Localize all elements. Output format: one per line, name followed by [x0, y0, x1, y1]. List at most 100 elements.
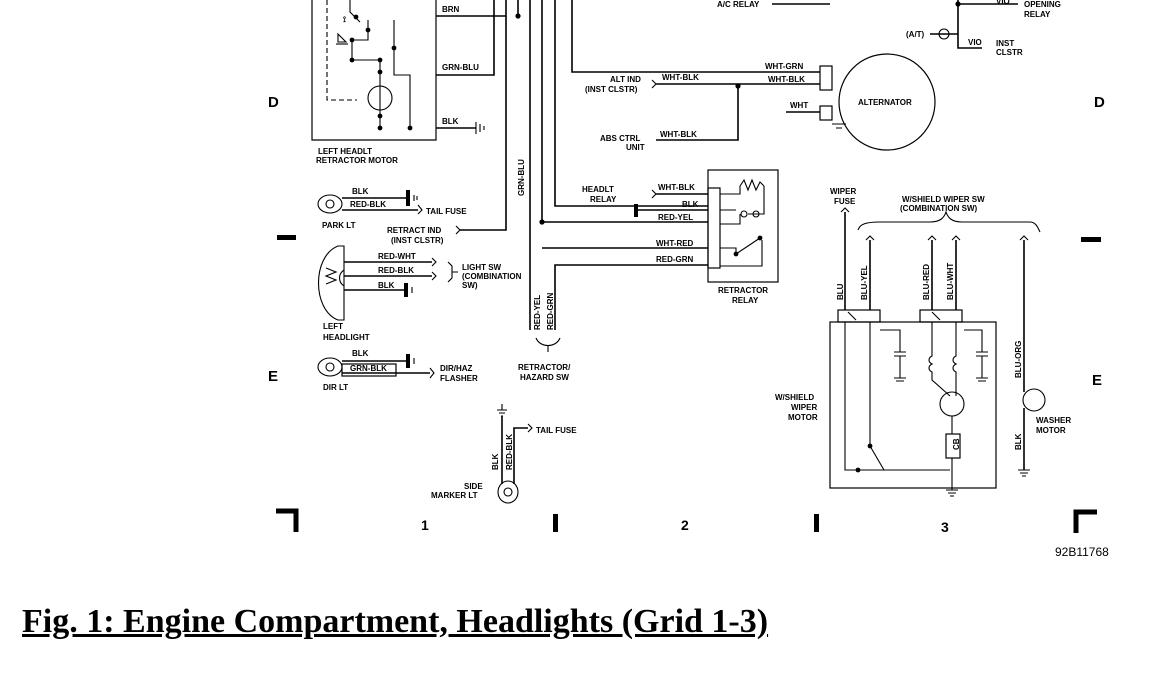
dir-lt-label: DIR LT	[323, 383, 348, 392]
wire-red-yel-vertical-label: RED-YEL	[533, 295, 542, 330]
wire-blu-wht-label: BLU-WHT	[946, 263, 955, 300]
abs-ctrl-label-1: ABS CTRL	[600, 134, 641, 143]
grid-column-2: 2	[681, 517, 689, 533]
wire-vio	[957, 0, 982, 49]
park-lt-bulb	[317, 194, 343, 214]
wshield-wiper-motor-label-2: WIPER	[791, 403, 817, 412]
wshield-wiper-motor-label-3: MOTOR	[788, 413, 818, 422]
wire-vio-label: VIO	[968, 38, 982, 47]
wire-blk-washer-label: BLK	[1014, 433, 1023, 450]
side-marker-label-2: MARKER LT	[431, 491, 478, 500]
grid-row-d-right: D	[1094, 94, 1105, 111]
wire-wht-grn-label: WHT-GRN	[765, 62, 803, 71]
wire-retract-ind	[460, 16, 507, 231]
grid-tick-right	[1081, 237, 1101, 242]
wire-red-blk-headlight-label: RED-BLK	[378, 266, 414, 275]
washer-motor-label-1: WASHER	[1036, 416, 1071, 425]
wire-red-blk-side-marker	[513, 427, 528, 484]
wire-vio-top-label: VIO	[996, 0, 1010, 6]
park-lt-label: PARK LT	[322, 221, 356, 230]
alternator-label: ALTERNATOR	[858, 98, 912, 107]
retractor-hazard-sw-brace	[535, 337, 561, 352]
wire-blk-dir-label: BLK	[352, 349, 369, 358]
wire-blk-headlight-label: BLK	[378, 281, 395, 290]
headlt-relay-label-2: RELAY	[590, 195, 617, 204]
circuit-breaker-label: CB	[952, 438, 961, 450]
wire-red-blk-park-label: RED-BLK	[350, 200, 386, 209]
wshield-wiper-sw-label-2: (COMBINATION SW)	[900, 204, 978, 213]
washer-motor	[1018, 388, 1046, 477]
dir-haz-flasher-label-1: DIR/HAZ	[440, 364, 473, 373]
corner-mark-bottom-right	[1073, 509, 1097, 533]
wire-wht-blk-abs	[656, 84, 739, 141]
wire-wht-red-label: WHT-RED	[656, 239, 694, 248]
tail-fuse-2-label: TAIL FUSE	[536, 426, 577, 435]
side-marker-bulb	[497, 480, 519, 504]
wire-blu-label: BLU	[836, 283, 845, 300]
wire-grn-blu-label: GRN-BLU	[442, 63, 479, 72]
light-sw-label-1: LIGHT SW	[462, 263, 502, 272]
bus-wht-grn	[571, 0, 820, 73]
alt-ind-label-2: (INST CLSTR)	[585, 85, 638, 94]
grid-row-e-right: E	[1092, 372, 1102, 389]
bus-blk	[554, 0, 708, 207]
side-marker-label-1: SIDE	[464, 482, 483, 491]
wire-red-grn-vertical-label: RED-GRN	[546, 292, 555, 330]
side-marker-ground	[497, 404, 507, 417]
abs-ctrl-label-2: UNIT	[626, 143, 645, 152]
left-headlt-retractor-motor-label-2: RETRACTOR MOTOR	[316, 156, 398, 165]
inst-clstr-label-2: CLSTR	[996, 48, 1023, 57]
retractor-hazard-sw-label-1: RETRACTOR/	[518, 363, 571, 372]
grid-row-e-left: E	[268, 368, 278, 385]
wire-red-grn-relay-label: RED-GRN	[656, 255, 694, 264]
wire-wht-blk-abs-label: WHT-BLK	[660, 130, 697, 139]
wire-red-wht-label: RED-WHT	[378, 252, 416, 261]
grid-column-1: 1	[421, 517, 429, 533]
wire-red-yel-relay-label: RED-YEL	[658, 213, 693, 222]
opening-relay-label-2: RELAY	[1024, 10, 1051, 19]
corner-mark-bottom-left	[276, 508, 299, 532]
left-headlight-label-2: HEADLIGHT	[323, 333, 370, 342]
wire-wht-blk-alt-label: WHT-BLK	[662, 73, 699, 82]
svg-text:⟟: ⟟	[343, 15, 346, 24]
bus-red-grn	[554, 264, 708, 330]
wire-blu-red-label: BLU-RED	[922, 264, 931, 300]
alternator	[819, 53, 936, 151]
inst-clstr-label-1: INST	[996, 39, 1014, 48]
left-headlt-retractor-motor: ⟟	[311, 0, 437, 141]
wire-red-blk-side-marker-label: RED-BLK	[505, 434, 514, 470]
left-headlight	[318, 245, 345, 321]
wire-wht-blk-relay-label: WHT-BLK	[658, 183, 695, 192]
alt-ind-label-1: ALT IND	[610, 75, 641, 84]
ac-relay-label: A/C RELAY	[717, 0, 760, 9]
light-sw-label-2: (COMBINATION	[462, 272, 522, 281]
retractor-relay-label-2: RELAY	[732, 296, 759, 305]
dir-lt-bulb	[317, 357, 343, 377]
dir-haz-flasher-label-2: FLASHER	[440, 374, 478, 383]
wire-blk-relay-label: BLK	[682, 200, 699, 209]
light-sw-brace	[431, 257, 458, 283]
tail-fuse-label: TAIL FUSE	[426, 207, 467, 216]
retract-ind-label-2: (INST CLSTR)	[391, 236, 444, 245]
wiper-fuse-label-1: WIPER	[830, 187, 856, 196]
retract-ind-label-1: RETRACT IND	[387, 226, 441, 235]
wire-grn-blu-vertical-label: GRN-BLU	[517, 159, 526, 196]
figure-caption: Fig. 1: Engine Compartment, Headlights (…	[22, 603, 769, 640]
retractor-relay	[707, 169, 779, 283]
grid-column-3: 3	[941, 519, 949, 535]
wire-brn-label: BRN	[442, 5, 460, 14]
wiper-fuse-label-2: FUSE	[834, 197, 856, 206]
wire-blk-park-label: BLK	[352, 187, 369, 196]
left-headlight-label-1: LEFT	[323, 322, 343, 331]
ground-symbol	[475, 122, 485, 134]
retractor-hazard-sw-label-2: HAZARD SW	[520, 373, 569, 382]
retractor-relay-label-1: RETRACTOR	[718, 286, 768, 295]
grid-divider-1-2	[553, 514, 558, 532]
wire-blu-org-label: BLU-ORG	[1014, 341, 1023, 378]
wire-wht-blk-label-2: WHT-BLK	[768, 75, 805, 84]
wire-blu-yel-label: BLU-YEL	[860, 265, 869, 300]
wire-blk-side-marker-label: BLK	[491, 453, 500, 470]
wshield-wiper-sw-label-1: W/SHIELD WIPER SW	[902, 195, 985, 204]
headlt-relay-label-1: HEADLT	[582, 185, 614, 194]
